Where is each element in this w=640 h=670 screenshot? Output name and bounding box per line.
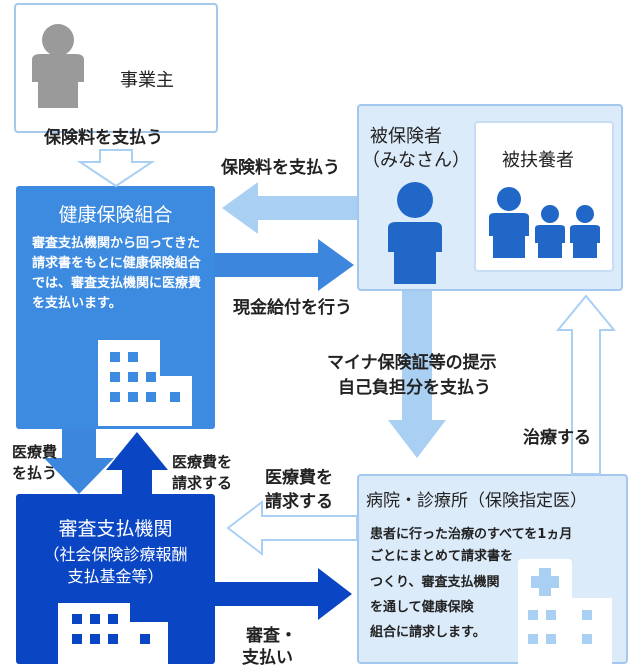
review-requests-label-1: 医療費を	[172, 453, 233, 471]
hospital-building-icon	[518, 559, 612, 664]
treatment-label: 治療する	[523, 428, 591, 448]
hospital-requests-label-1: 医療費を	[265, 468, 333, 488]
hospital-requests-label-2: 請求する	[265, 492, 333, 512]
employer-pays-label: 保険料を支払う	[44, 128, 163, 148]
review-to-hospital-arrow	[215, 568, 352, 620]
cash-benefit-label: 現金給付を行う	[233, 298, 352, 318]
union-building-icon	[98, 340, 192, 426]
review-org-subtitle-line1: （社会保険診療報酬	[43, 545, 188, 564]
hospital-desc-line1: 患者に行った治療のすべてを1ヵ月	[370, 527, 573, 542]
union-to-insured-arrow	[215, 239, 354, 291]
hospital-desc-line3: つくり、審査支払機関	[370, 575, 500, 590]
insured-to-hospital-arrow	[388, 291, 446, 458]
hospital-to-insured-arrow	[555, 294, 617, 475]
review-to-union-arrow	[106, 432, 168, 494]
union-to-review-arrow	[44, 429, 114, 494]
review-pays-label-2: 支払い	[242, 648, 293, 668]
review-org-title: 審査支払機関	[58, 518, 173, 540]
employer-person-icon	[32, 24, 84, 108]
hospital-to-review-arrow	[226, 499, 358, 557]
dependents-label: 被扶養者	[502, 150, 574, 171]
present-card-label-2: 自己負担分を支払う	[338, 378, 491, 398]
hospital-desc-line2: ごとにまとめて請求書を	[370, 549, 514, 564]
hospital-desc-line4: を通して健康保険	[370, 600, 474, 615]
insured-person-icon	[388, 182, 442, 284]
union-pays-label-2: を払う	[12, 464, 58, 482]
employer-label: 事業主	[120, 70, 174, 91]
hospital-desc-line5: 組合に請求します。	[370, 625, 486, 640]
insured-to-union-arrow	[222, 182, 357, 234]
union-pays-label-1: 医療費	[12, 443, 58, 461]
insured-title-line2: （みなさん）	[362, 150, 470, 171]
insured-title-line1: 被保険者	[370, 126, 442, 147]
review-org-subtitle-line2: 支払基金等）	[67, 567, 164, 586]
insured-pays-label: 保険料を支払う	[221, 158, 340, 178]
employer-to-union-arrow	[76, 149, 156, 188]
present-card-label-1: マイナ保険証等の提示	[327, 353, 497, 373]
dependents-family-icon	[489, 187, 600, 258]
review-building-icon	[58, 603, 168, 664]
review-pays-label-1: 審査・	[246, 626, 297, 646]
review-requests-label-2: 請求する	[172, 474, 233, 492]
hospital-title: 病院・診療所（保険指定医）	[366, 491, 587, 511]
union-title: 健康保険組合	[58, 204, 173, 226]
union-description: 審査支払機関から回ってきた請求書をもとに健康保険組合では、審査支払機関に医療費を…	[32, 236, 202, 311]
